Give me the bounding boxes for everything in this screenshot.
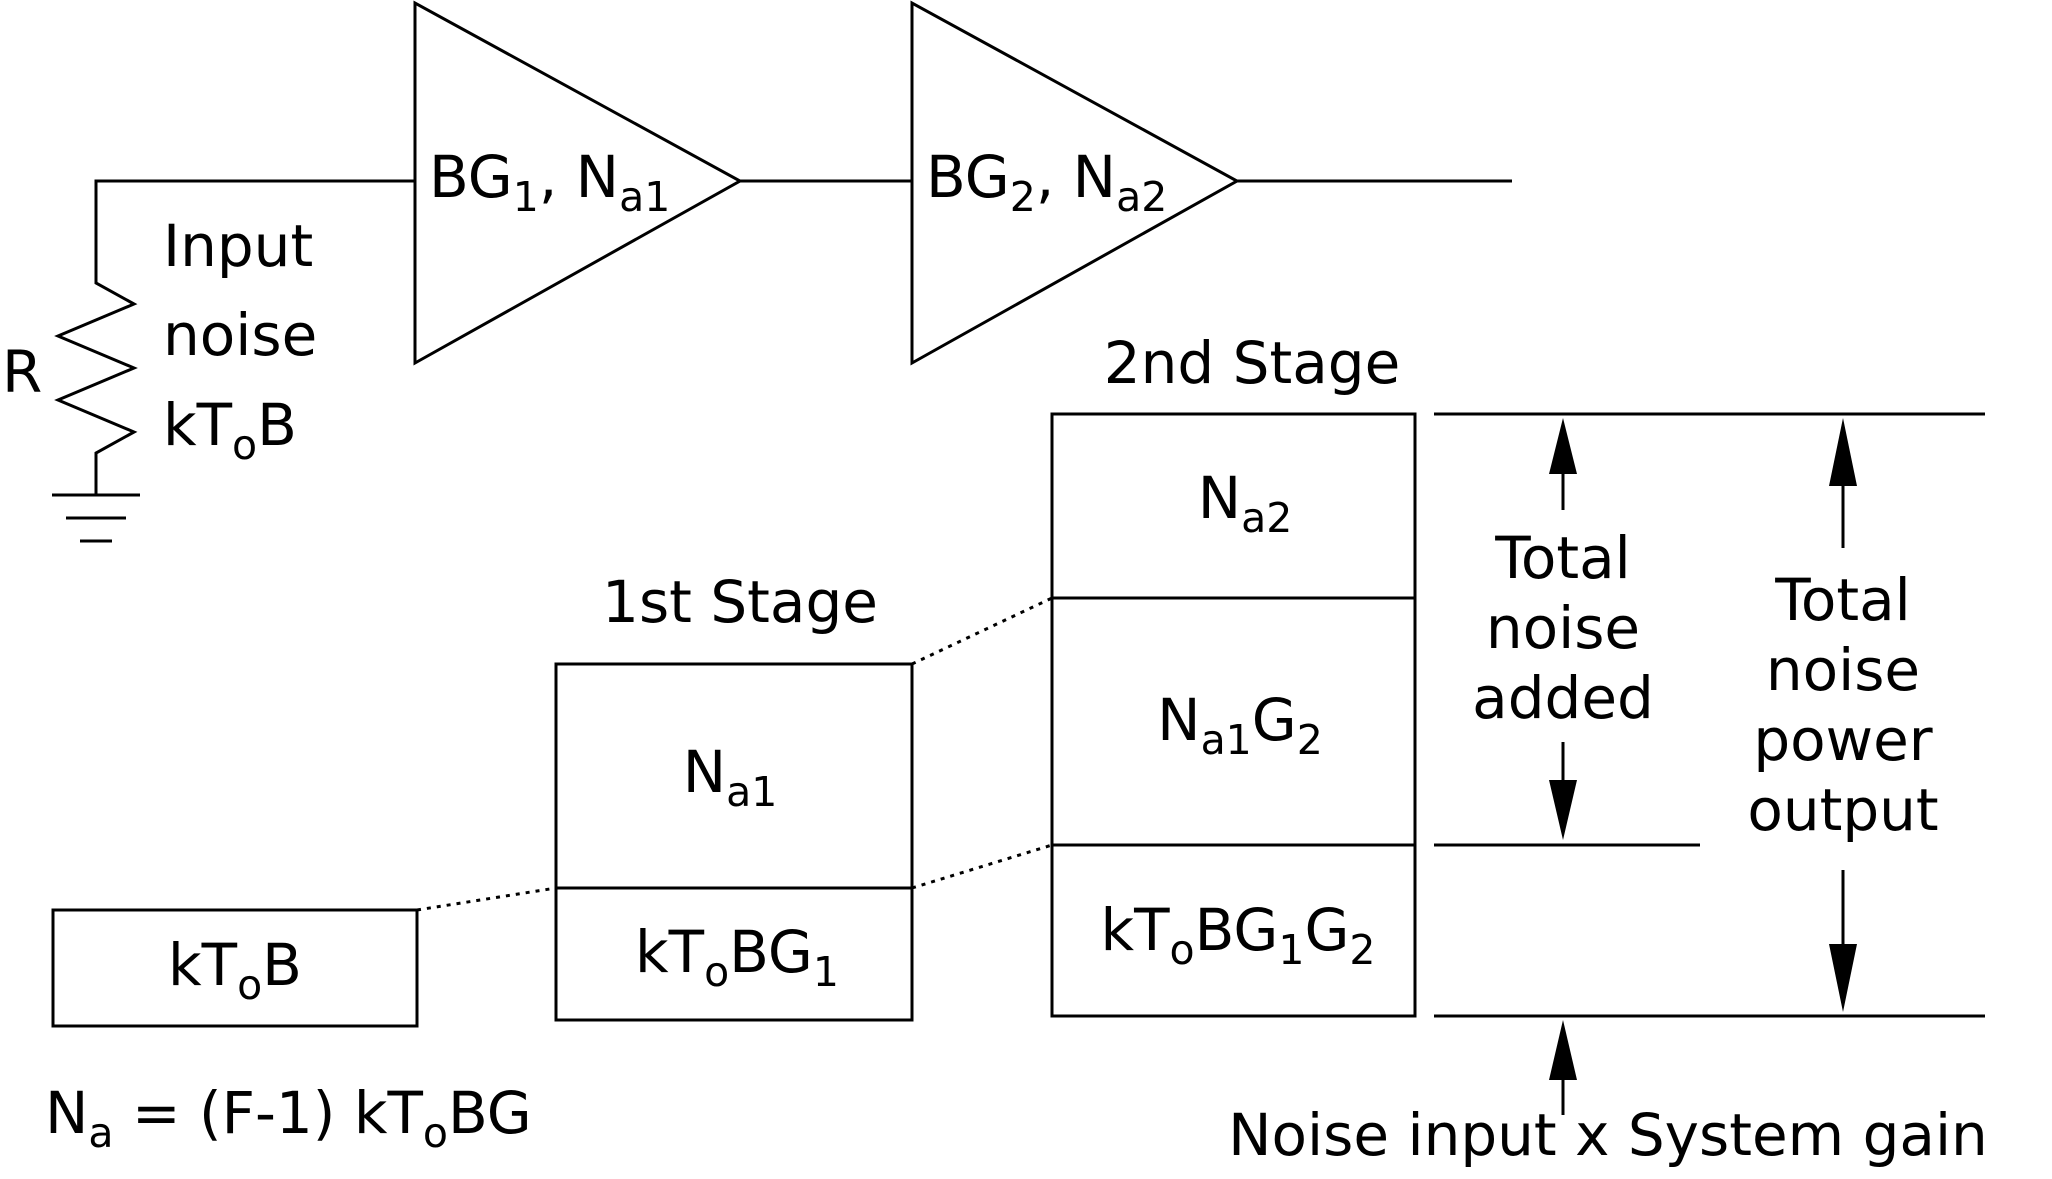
input-noise-line2: noise <box>163 301 317 369</box>
output-line2: noise <box>1766 636 1920 704</box>
resistor-label: R <box>2 338 42 406</box>
stage2-title: 2nd Stage <box>1104 329 1401 397</box>
stage2-top-label: Na2 <box>1198 464 1293 542</box>
input-noise-box-label: kToB <box>168 931 302 1009</box>
input-noise-b: B <box>257 391 297 459</box>
input-noise-box <box>51 908 419 1028</box>
added-line1: Total <box>1494 524 1630 592</box>
noise-formula: Na = (F-1) kToBG <box>45 1079 532 1157</box>
amplifier-2-label: BG2, Na2 <box>926 143 1167 221</box>
dotted-connectors <box>416 596 1053 912</box>
input-noise-line1: Input <box>163 212 313 280</box>
stage2-bottom-label: kToBG1G2 <box>1101 896 1376 974</box>
added-line3: added <box>1472 664 1654 732</box>
output-line4: output <box>1747 776 1938 844</box>
input-resistor <box>52 179 415 543</box>
added-line2: noise <box>1486 594 1640 662</box>
output-line3: power <box>1753 706 1932 774</box>
system-gain-arrow <box>1549 1020 1577 1115</box>
stage1-title: 1st Stage <box>602 568 878 636</box>
svg-text:kToB: kToB <box>163 391 297 469</box>
amplifier-1-label: BG1, Na1 <box>429 143 670 221</box>
stage1-top-label: Na1 <box>683 738 778 816</box>
input-noise-sub: o <box>232 421 257 469</box>
stage2-middle-label: Na1G2 <box>1157 686 1323 764</box>
added-noise-arrows <box>1549 418 1577 840</box>
amplifier-1 <box>413 0 744 366</box>
total-output-arrows <box>1829 418 1857 1012</box>
system-gain-label: Noise input x System gain <box>1228 1101 1988 1169</box>
input-noise-label: Input noise kToB <box>163 212 317 469</box>
amplifier-2 <box>910 0 1241 366</box>
stage1-bottom-label: kToBG1 <box>635 918 839 996</box>
output-line1: Total <box>1774 566 1910 634</box>
total-noise-output-label: Total noise power output <box>1747 566 1938 844</box>
stage1-box <box>554 662 914 1022</box>
input-noise-kt: kT <box>163 391 233 459</box>
stage2-box <box>1050 412 1417 1018</box>
total-noise-added-label: Total noise added <box>1472 524 1654 732</box>
